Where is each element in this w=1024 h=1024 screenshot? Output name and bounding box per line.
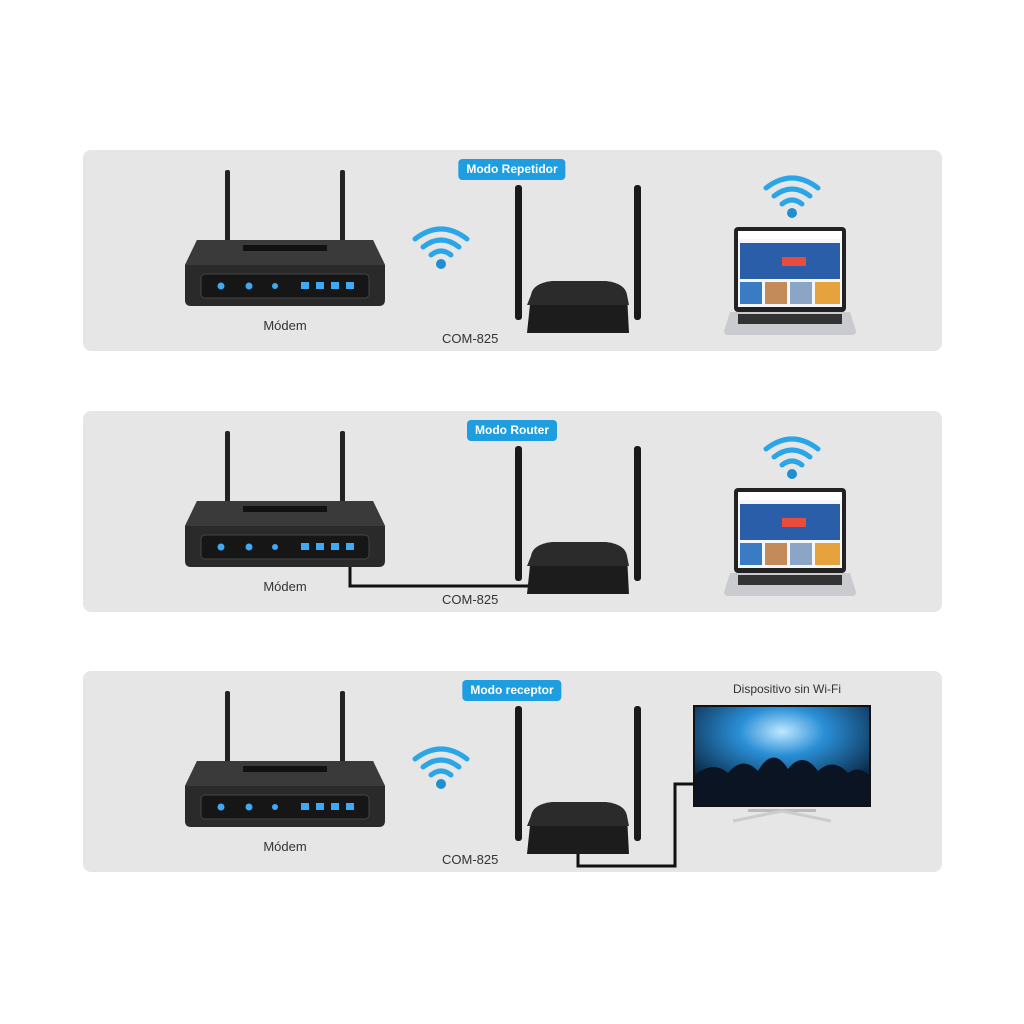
modem-label: Módem (263, 839, 307, 854)
wifi-icon (762, 433, 822, 481)
mode-badge: Modo receptor (462, 680, 562, 701)
modem-icon (183, 691, 387, 831)
router-icon (513, 446, 643, 596)
ethernet-cable (348, 561, 530, 588)
modem-icon (183, 431, 387, 571)
modem-icon (183, 170, 387, 310)
panel-router-mode: Modo Router Módem COM-825 (83, 411, 942, 612)
panel-receiver-mode: Modo receptor Módem COM-825 Dispositivo … (83, 671, 942, 872)
device-label: COM-825 (442, 592, 499, 607)
laptop-icon (722, 227, 858, 337)
wifi-icon (411, 743, 471, 791)
target-device-label: Dispositivo sin Wi-Fi (732, 682, 842, 696)
wifi-icon (762, 172, 822, 220)
modem-label: Módem (263, 318, 307, 333)
device-label: COM-825 (442, 331, 499, 346)
ethernet-cable (576, 782, 698, 868)
router-icon (513, 706, 643, 856)
mode-badge: Modo Repetidor (458, 159, 566, 180)
wifi-icon (411, 223, 471, 271)
mode-badge: Modo Router (467, 420, 557, 441)
laptop-icon (722, 488, 858, 598)
modem-label: Módem (263, 579, 307, 594)
tv-icon (693, 705, 871, 827)
router-icon (513, 185, 643, 335)
panel-repeater-mode: Modo Repetidor Módem COM-825 (83, 150, 942, 351)
device-label: COM-825 (442, 852, 499, 867)
